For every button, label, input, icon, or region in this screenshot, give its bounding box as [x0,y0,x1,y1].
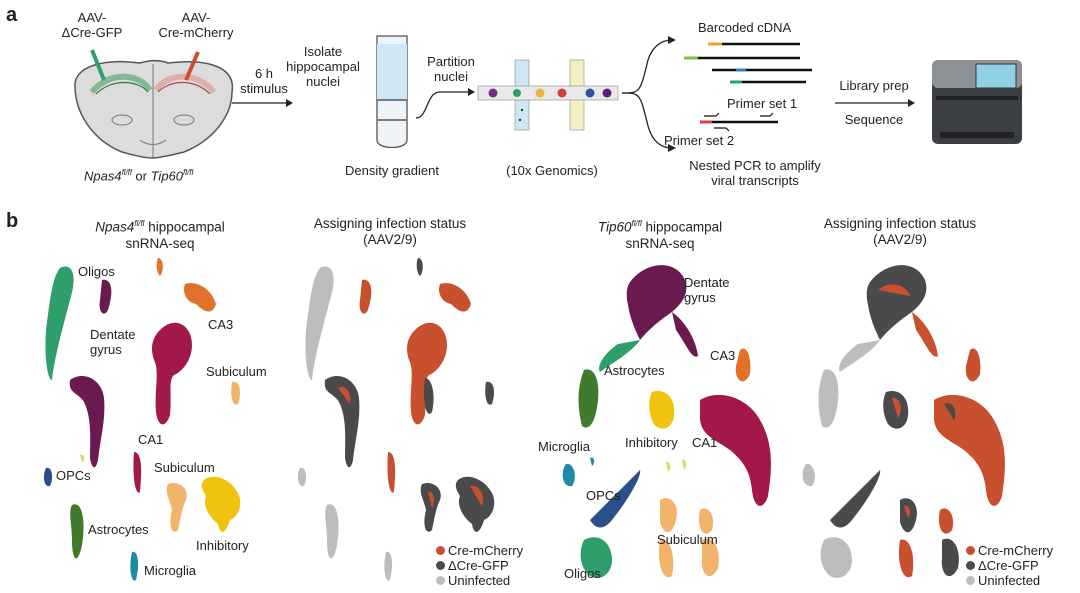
label-dentate-gyrus: Dentate gyrus [90,327,136,357]
genomics-label: (10x Genomics) [506,163,598,178]
label-ca1: CA1 [138,432,164,447]
label-ca1-t: CA1 [692,435,718,450]
legend-swatch [966,561,975,570]
plot4-title: Assigning infection status (AAV2/9) [823,216,977,247]
plot1-title: Npas4fl/fl hippocampal snRNA-seq [95,219,225,251]
cluster-astrocytes [70,504,84,559]
library-prep-label: Library prep [839,78,909,93]
label-subiculum-t: Subiculum [657,532,718,547]
legend-swatch [966,576,975,585]
density-tube-icon [376,35,408,149]
label-oligos: Oligos [78,264,115,279]
sequencer-icon [932,60,1022,144]
label-microglia: Microglia [144,563,197,578]
plot2-title: Assigning infection status (AAV2/9) [313,216,467,247]
cluster-ca1 [152,322,192,425]
umap-plot-4 [802,265,1005,579]
cluster-microglia-t [562,463,575,487]
cluster-dentate-small [99,279,112,314]
cdna-reads-icon [684,42,812,132]
primer-set1-label: Primer set 1 [727,96,798,111]
arrow-stimulus [232,99,293,107]
sequence-label: Sequence [844,112,904,127]
panel-a-letter: a [6,4,18,26]
cluster-ca3 [184,283,216,312]
label-oligos-t: Oligos [564,566,601,581]
label-opcs-t: OPCs [586,488,621,503]
label-dentate-gyrus-t: Dentate gyrus [684,275,730,305]
umap-plot-3 [562,265,771,579]
label-opcs: OPCs [56,468,91,483]
cluster-subiculum-small [231,381,240,405]
legend-swatch [436,561,445,570]
umap-plot-1 [43,258,241,581]
stimulus-label: 6 h stimulus [240,66,288,96]
density-gradient-label: Density gradient [345,163,439,178]
legend-item-dcre-4: ΔCre-GFP [966,558,1053,573]
syringe-gfp-icon [90,49,106,81]
label-ca3: CA3 [208,317,234,332]
cluster-inhibitory [201,476,241,532]
syringe-mcherry-icon [184,51,200,81]
legend-item-uninfected: Uninfected [436,573,523,588]
partition-label: Partition nuclei [427,54,475,84]
cluster-oligos-t [580,537,612,579]
legend-plot4: Cre-mCherry ΔCre-GFP Uninfected [966,543,1053,588]
cluster-dentate-t [626,265,687,340]
cluster-opcs [43,467,53,487]
legend-swatch [436,546,445,555]
nested-pcr-label: Nested PCR to amplify viral transcripts [689,158,821,188]
label-subiculum: Subiculum [206,364,267,379]
legend-item-dcre: ΔCre-GFP [436,558,523,573]
barcoded-cdna-label: Barcoded cDNA [698,20,792,35]
panel-b-letter: b [6,210,19,232]
genotype-label: Npas4fl/fl or Tip60fl/fl [84,168,194,184]
label-ca3-t: CA3 [710,348,736,363]
label-inhibitory-t: Inhibitory [625,435,678,450]
legend-swatch [966,546,975,555]
cluster-ca3-t [735,348,751,382]
umap-plot-2 [297,258,495,581]
legend-item-uninfected-4: Uninfected [966,573,1053,588]
label-microglia-t: Microglia [538,439,591,454]
isolate-nuclei-label: Isolate hippocampal nuclei [286,44,360,89]
primer-set2-label: Primer set 2 [664,133,735,148]
brain-section-icon [74,60,234,159]
cluster-dentate [69,376,105,468]
label-subiculum-2: Subiculum [154,460,215,475]
virus-mcherry-label: AAV- Cre-mCherry [158,10,234,40]
cluster-subiculum-t [660,498,677,533]
cluster-oligos [45,266,74,380]
legend-plot2: Cre-mCherry ΔCre-GFP Uninfected [436,543,523,588]
microfluidic-chip-icon [477,59,619,131]
legend-swatch [436,576,445,585]
label-inhibitory: Inhibitory [196,538,249,553]
legend-item-cre: Cre-mCherry [436,543,523,558]
label-astrocytes-t: Astrocytes [604,363,665,378]
cluster-subiculum [166,482,187,532]
label-astrocytes: Astrocytes [88,522,149,537]
cluster-astrocytes-t [578,369,599,428]
cluster-ca1-t [700,394,771,506]
virus-gfp-label: AAV- ΔCre-GFP [61,10,123,40]
plot3-title: Tip60fl/fl hippocampal snRNA-seq [597,219,723,251]
legend-item-cre-4: Cre-mCherry [966,543,1053,558]
arrow-partition [415,91,468,119]
cluster-inhibitory-t [649,391,675,429]
cluster-opcs-t [590,470,641,528]
cluster-microglia [130,551,139,581]
